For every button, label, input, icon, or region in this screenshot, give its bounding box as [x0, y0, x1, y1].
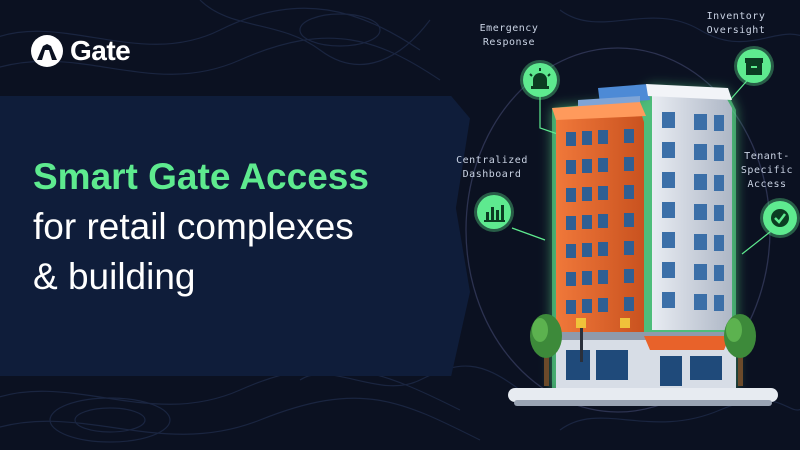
feature-emergency-label: Emergency Response [464, 22, 554, 50]
gate-logo-icon [31, 35, 63, 67]
headline-line-2: for retail complexes [33, 206, 354, 247]
feature-tenant-line-1: Tenant- [744, 151, 790, 162]
headline-line-1: Smart Gate Access [33, 156, 369, 197]
headline-line-3: & building [33, 256, 196, 297]
feature-inventory-label: Inventory Oversight [700, 10, 772, 38]
trees [530, 314, 756, 386]
feature-tenant-line-3: Access [747, 179, 787, 190]
alarm-siren-icon[interactable] [518, 58, 562, 102]
headline: Smart Gate Access for retail complexes &… [33, 152, 369, 302]
feature-tenant-label: Tenant- Specific Access [738, 150, 796, 192]
headline-band [0, 96, 470, 376]
brand-logo[interactable]: Gate [30, 34, 131, 68]
white-tower-windows [662, 112, 724, 311]
archive-box-icon[interactable] [732, 44, 776, 88]
feature-tenant-line-2: Specific [740, 165, 794, 176]
brand-name: Gate [70, 35, 131, 66]
feature-emergency-line-2: Response [482, 37, 536, 48]
feature-dashboard-line-2: Dashboard [462, 169, 522, 180]
feature-dashboard-label: Centralized Dashboard [450, 154, 534, 182]
feature-emergency-line-1: Emergency [479, 23, 539, 34]
orange-tower-windows [566, 129, 634, 314]
checkmark-icon[interactable] [758, 196, 800, 240]
feature-inventory-line-1: Inventory [706, 11, 766, 22]
feature-inventory-line-2: Oversight [706, 25, 766, 36]
feature-dashboard-line-1: Centralized [456, 155, 528, 166]
bar-chart-icon[interactable] [472, 190, 516, 234]
